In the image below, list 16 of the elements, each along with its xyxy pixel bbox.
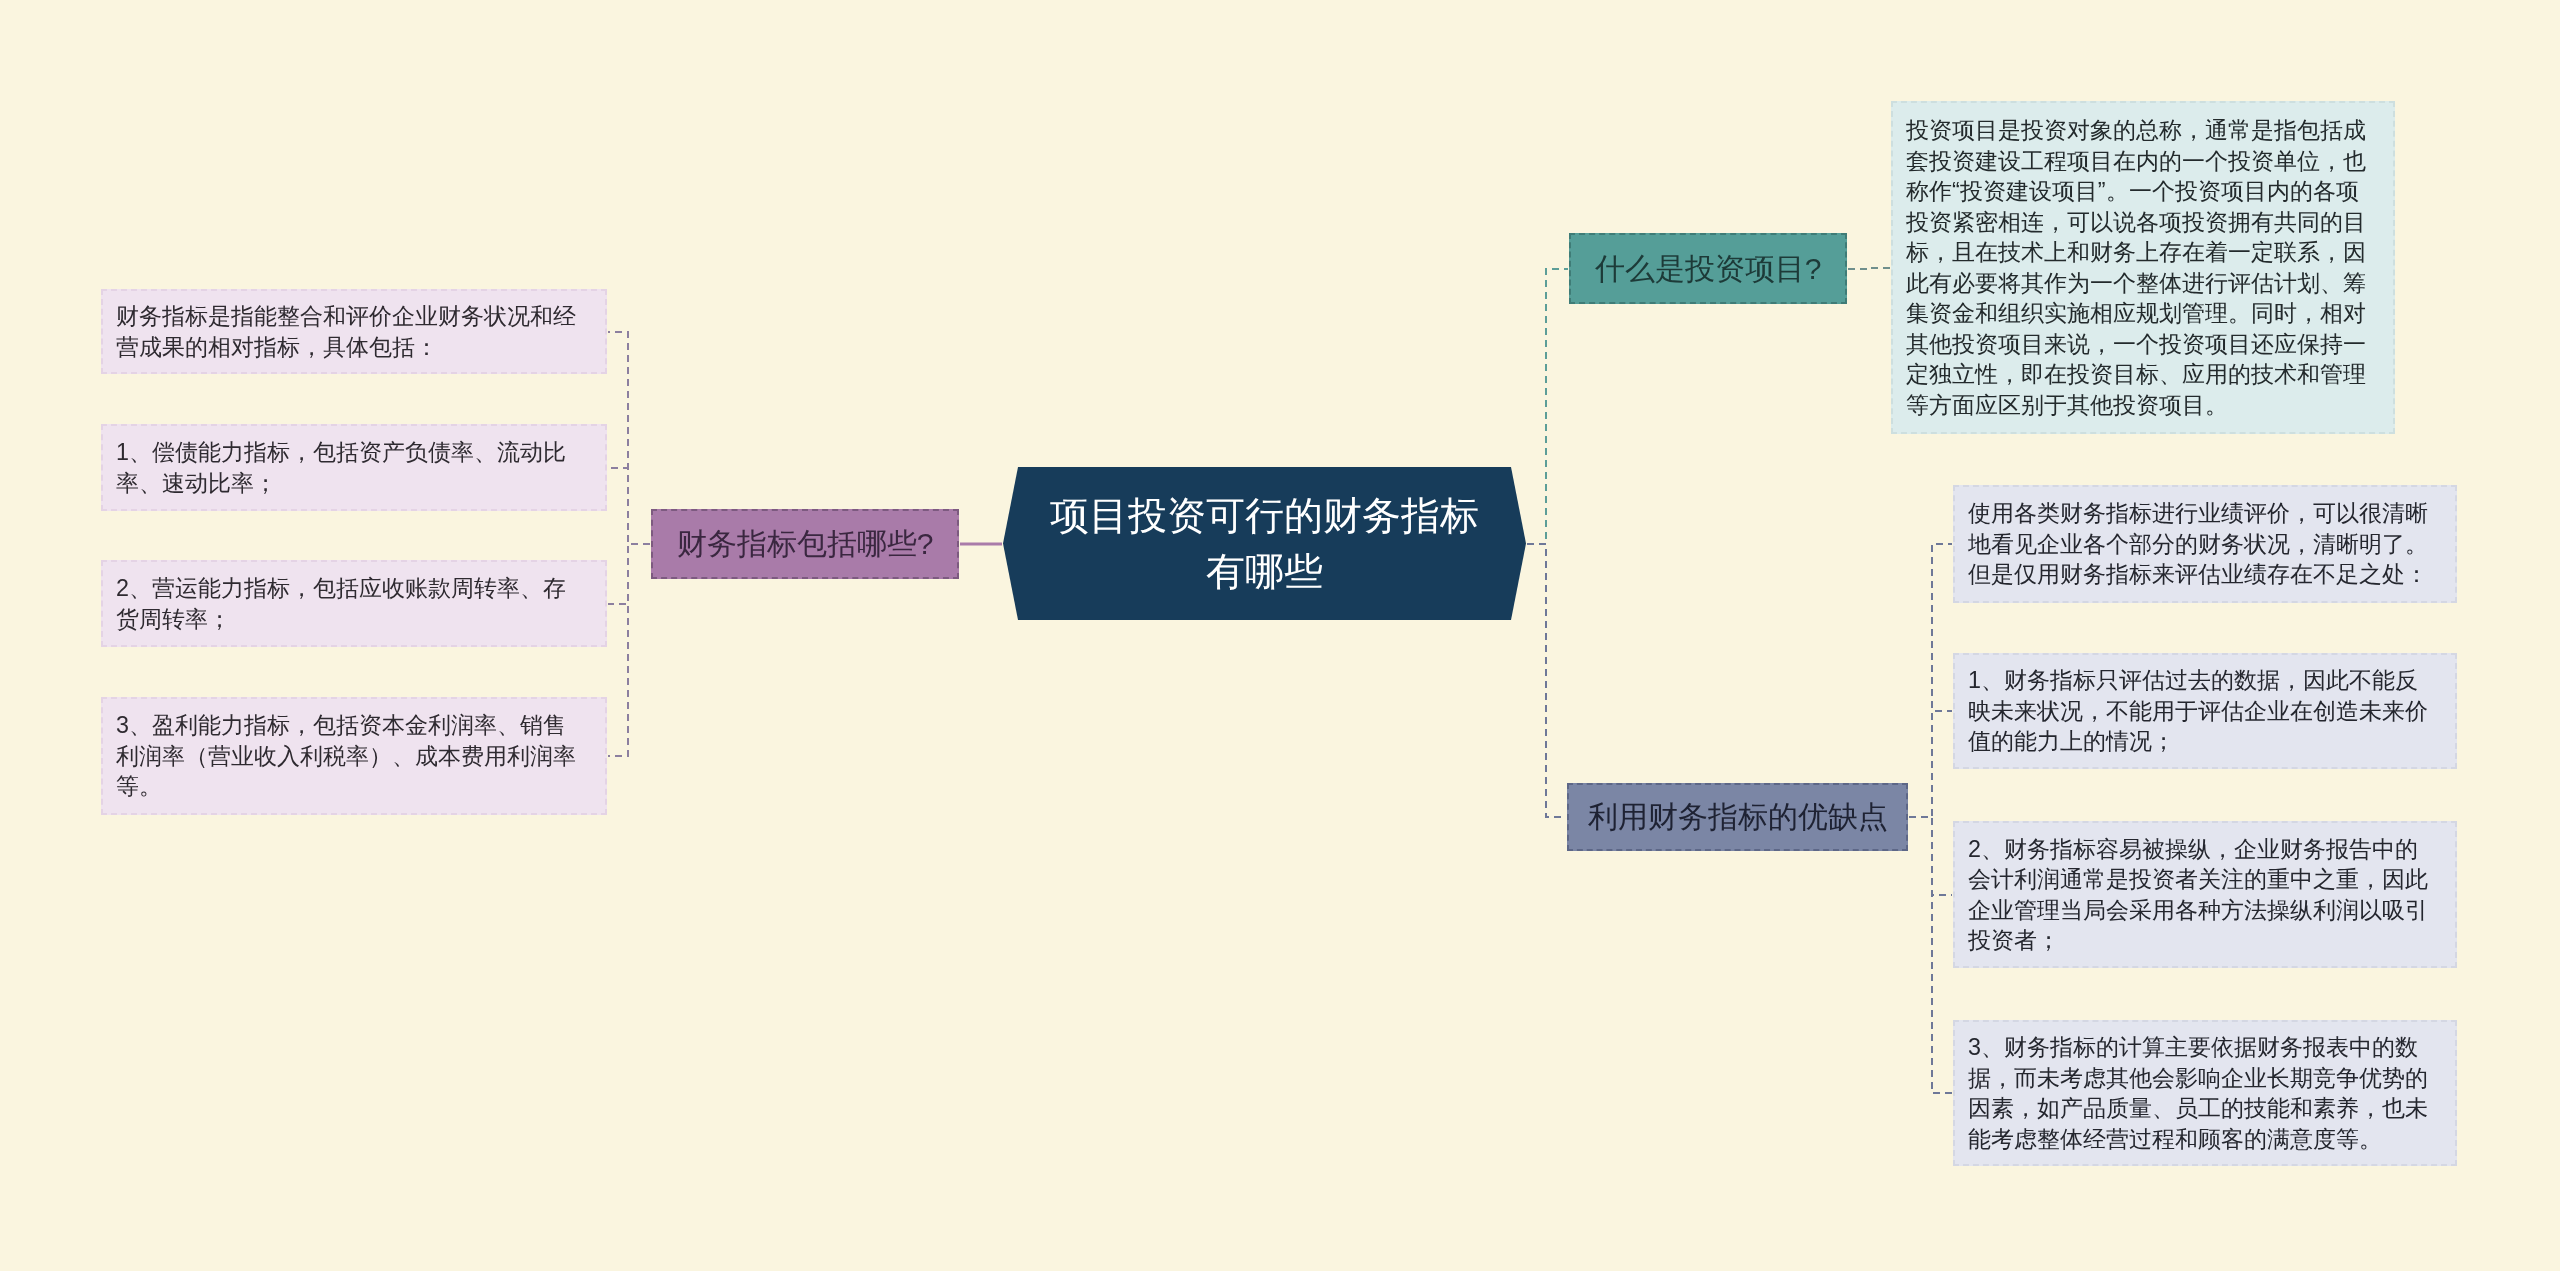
note-box: 财务指标是指能整合和评价企业财务状况和经营成果的相对指标，具体包括： xyxy=(101,289,607,374)
note-box: 2、财务指标容易被操纵，企业财务报告中的会计利润通常是投资者关注的重中之重，因此企业管理当局会采用各种方法操纵利润以吸引投资者； xyxy=(1953,821,2457,968)
note-box: 投资项目是投资对象的总称，通常是指包括成套投资建设工程项目在内的一个投资单位，也称作“投资建设项目”。一个投资项目内的各项投资紧密相连，可以说各项投资拥有共同的目标，且在技术上和财务上存在着一定联系，因此有必要将其作为一个整体进行评估计划、筹集资金和组织实施相应规划管理。同时，相对其他投资项目来说，一个投资项目还应保持一定独立性，即在投资目标、应用的技术和管理等方面应区别于其他投资项目。 xyxy=(1891,101,2395,434)
branch-box: 财务指标包括哪些? xyxy=(651,509,959,579)
note-box: 2、营运能力指标，包括应收账款周转率、存货周转率； xyxy=(101,560,607,647)
note-box: 1、财务指标只评估过去的数据，因此不能反映未来状况，不能用于评估企业在创造未来价值的能力上的情况； xyxy=(1953,653,2457,769)
connector-line xyxy=(960,542,1002,546)
branch-box: 什么是投资项目? xyxy=(1569,233,1847,304)
branch-box: 利用财务指标的优缺点 xyxy=(1567,783,1908,851)
note-box: 使用各类财务指标进行业绩评价，可以很清晰地看见企业各个部分的财务状况，清晰明了。但是仅用财务指标来评估业绩存在不足之处： xyxy=(1953,485,2457,603)
connector-line xyxy=(1908,816,1953,1094)
note-box: 3、财务指标的计算主要依据财务报表中的数据，而未考虑其他会影响企业长期竞争优势的因素，如产品质量、员工的技能和素养，也未能考虑整体经营过程和顾客的满意度等。 xyxy=(1953,1020,2457,1166)
note-box: 3、盈利能力指标，包括资本金利润率、销售利润率（营业收入利税率）、成本费用利润率等。 xyxy=(101,697,607,815)
connector-line xyxy=(1847,267,1891,270)
note-box: 1、偿债能力指标，包括资产负债率、流动比率、速动比率； xyxy=(101,424,607,511)
connector-line xyxy=(607,543,651,757)
